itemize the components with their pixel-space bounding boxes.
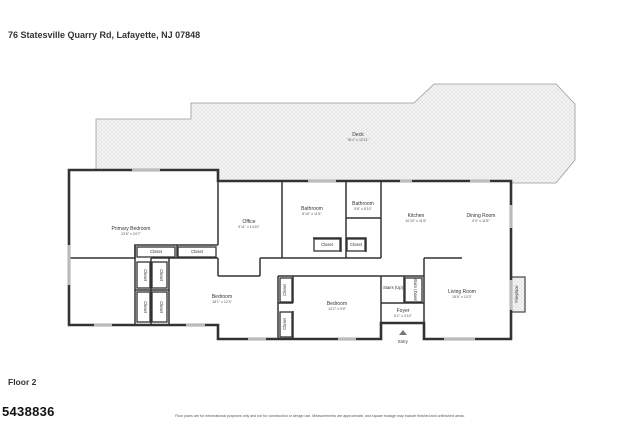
closet-box — [313, 238, 341, 252]
closet-box — [136, 291, 151, 323]
closet-label: Closet — [150, 249, 163, 254]
kitchen-dims: 10'10" x 11'5" — [405, 219, 427, 223]
dining-room-label: Dining Room — [467, 213, 496, 219]
bathroom-1-label: Bathroom — [301, 206, 323, 212]
bathroom-2-label: Bathroom — [352, 201, 374, 207]
closet-label: Closet — [143, 301, 148, 314]
dining-room-dims: 9'3" x 11'5" — [472, 219, 490, 223]
primary-bedroom-label: Primary Bedroom — [112, 226, 151, 232]
bedroom-2-dims: 14'2" x 9'9" — [328, 307, 346, 311]
entry-arrow — [399, 330, 407, 335]
deck-area — [95, 83, 576, 184]
closet-label: Closet — [282, 283, 287, 296]
stairs-down-label: Stairs (Down) — [413, 277, 418, 303]
bathroom-2-dims: 5'6" x 8'10" — [354, 207, 372, 211]
living-room-dims: 15'6" x 13'3" — [452, 295, 472, 299]
closet-box — [136, 261, 151, 289]
closet-box — [279, 311, 293, 338]
office-dims: 9'11" x 14'10" — [238, 225, 260, 229]
closet-label: Closet — [143, 269, 148, 282]
bathroom-1-dims: 8'10" x 11'5" — [302, 212, 322, 216]
closet-label: Closet — [159, 269, 164, 282]
closet-box — [136, 246, 176, 258]
deck-label: Deck — [352, 132, 364, 138]
bedroom-1-label: Bedroom — [212, 294, 232, 300]
disclaimer-text: Floor plans are for informational purpos… — [175, 414, 465, 418]
closet-box — [346, 238, 366, 252]
interior-walls — [69, 181, 462, 339]
property-address: 76 Statesville Quarry Rd, Lafayette, NJ … — [8, 30, 201, 40]
primary-bedroom-dims: 23'6" x 24'7" — [121, 232, 141, 236]
closet-box — [177, 246, 217, 258]
closet-box — [151, 261, 168, 289]
deck-dims: 76'1" x 12'11" — [347, 138, 369, 142]
entry-label: Entry — [398, 339, 409, 344]
office-label: Office — [243, 219, 256, 225]
bedroom-1-dims: 18'1" x 12'4" — [212, 300, 232, 304]
kitchen-label: Kitchen — [408, 213, 425, 219]
stairs-box — [404, 277, 423, 303]
closet-label: Closet — [350, 242, 363, 247]
closet-label: Closet — [159, 301, 164, 314]
windows — [67, 168, 513, 341]
closet-box — [279, 277, 293, 303]
stairs-up-label: Stairs (Up) — [383, 285, 404, 290]
foyer-dims: 6'1" x 3'10" — [394, 314, 412, 318]
living-room-label: Living Room — [448, 289, 476, 295]
bedroom-2-label: Bedroom — [327, 301, 347, 307]
closet-label: Closet — [321, 242, 334, 247]
foyer-label: Foyer — [397, 308, 410, 314]
listing-id: 5438836 — [2, 404, 55, 419]
closet-label: Closet — [191, 249, 204, 254]
floor-label: Floor 2 — [8, 377, 37, 387]
fireplace-label: Fireplace — [514, 285, 519, 303]
closet-box — [151, 291, 168, 323]
closet-label: Closet — [282, 317, 287, 330]
